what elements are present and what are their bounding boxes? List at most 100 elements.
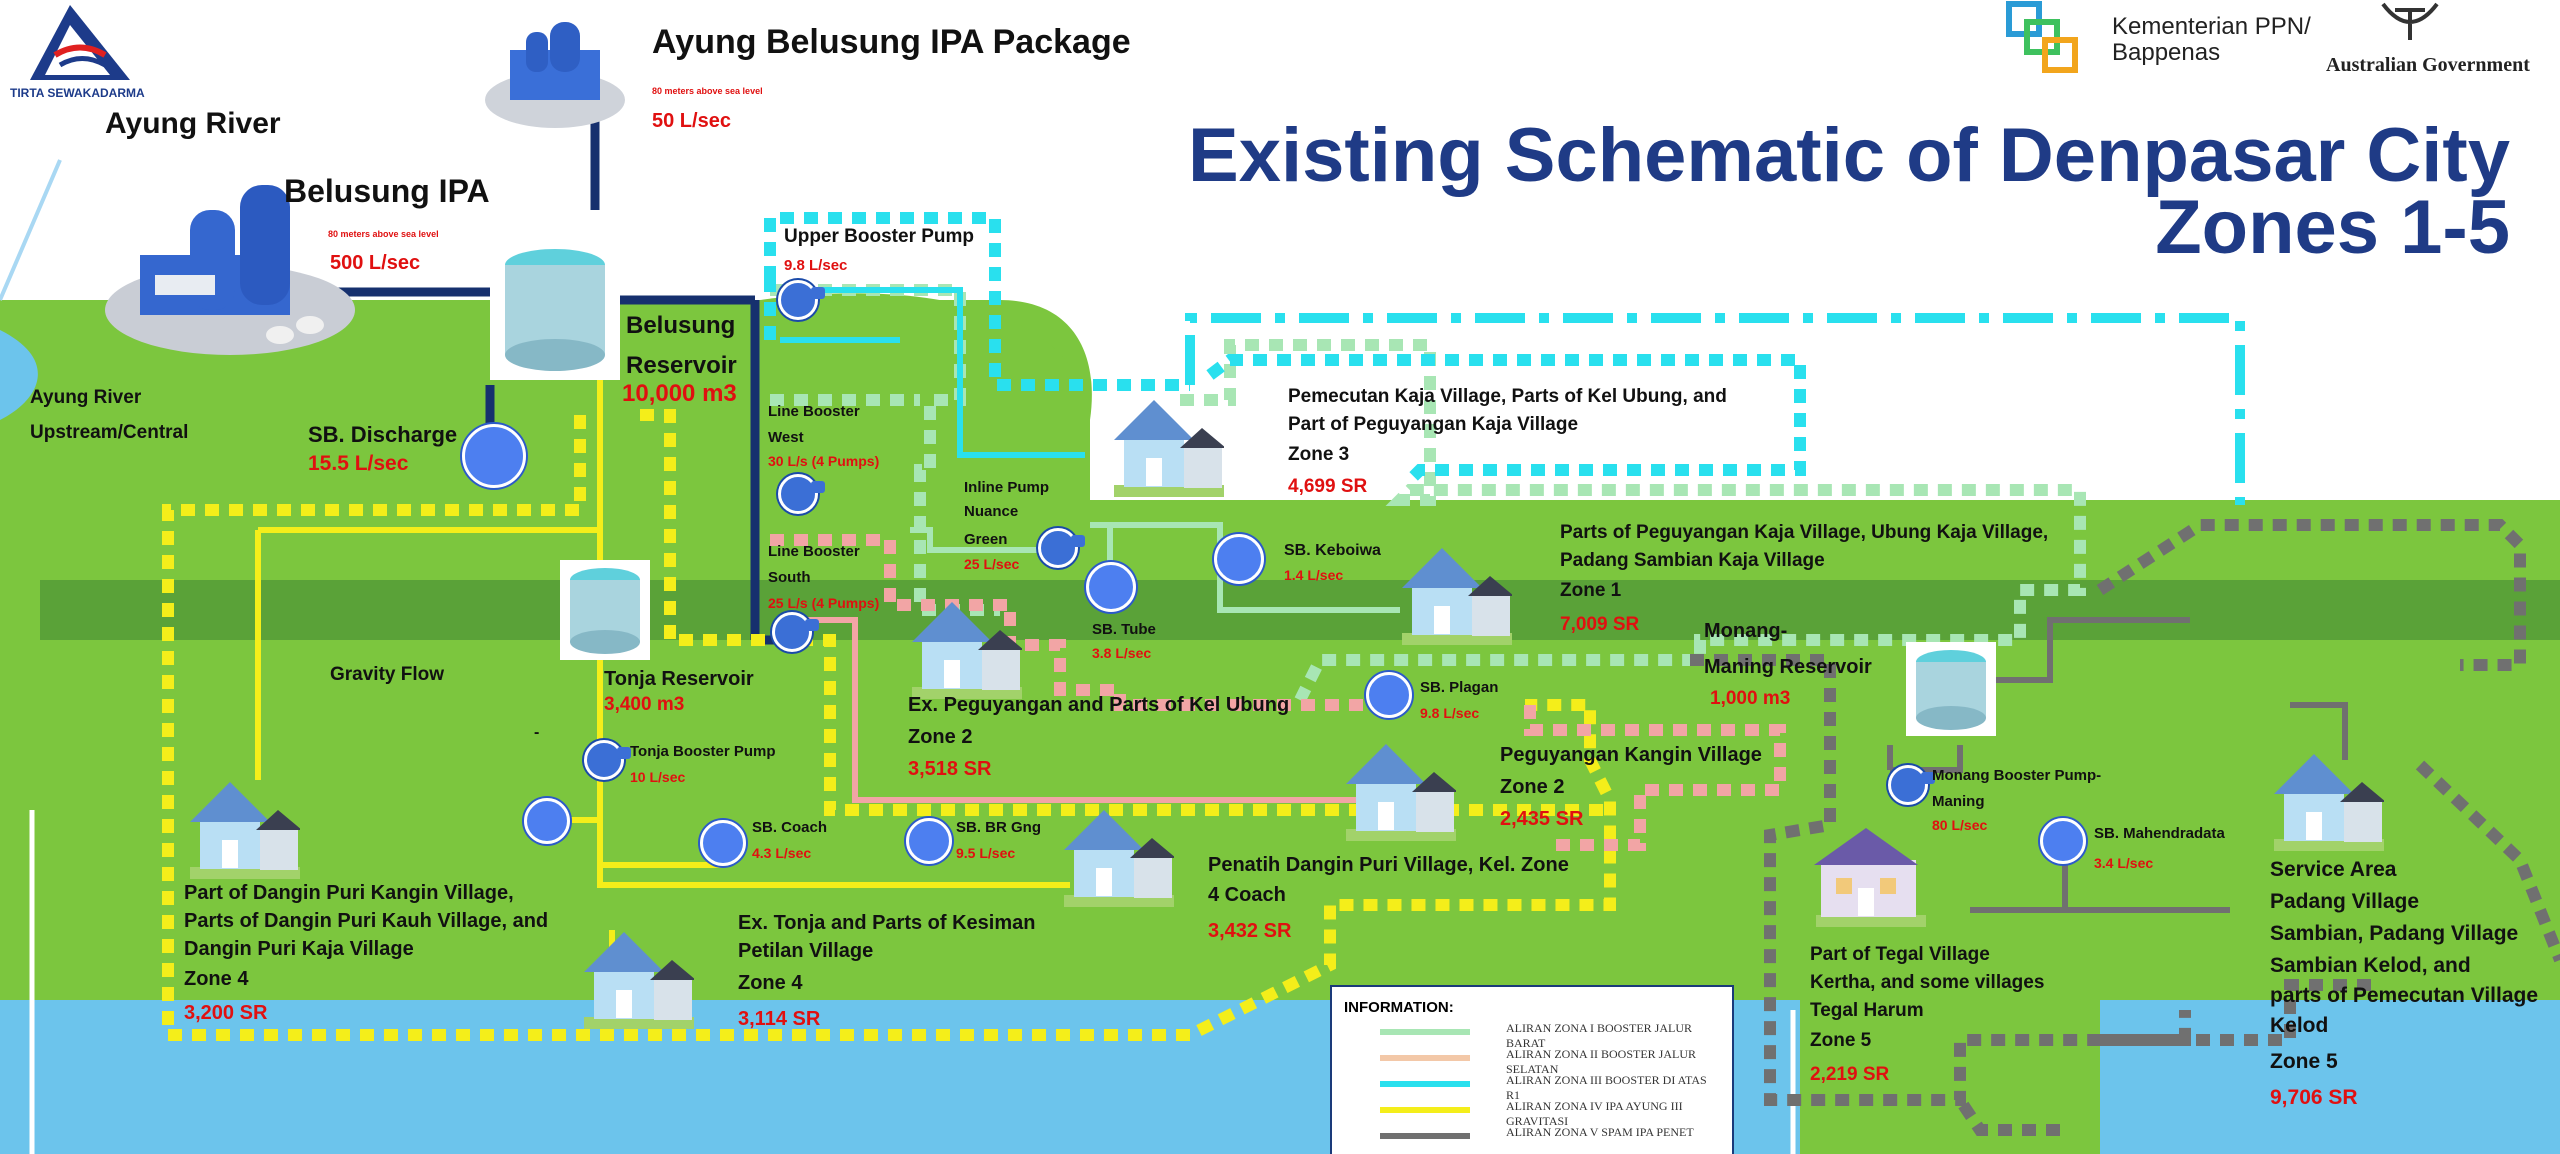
zone2b-sr-count: 2,435 SR xyxy=(1500,808,1584,830)
zone1-zone-label: Zone 1 xyxy=(1560,580,1622,601)
zone4b-area-line-2: Petilan Village xyxy=(738,940,874,962)
sb-mahendradata-name: SB. Mahendradata xyxy=(2094,825,2225,842)
belusung-ipa-flow: 500 L/sec xyxy=(330,252,421,274)
sb-tube-well-icon xyxy=(1086,562,1136,612)
legend-swatch-zone2 xyxy=(1380,1055,1470,1061)
inline-pump-label-2: Nuance xyxy=(964,503,1019,520)
zone5b-area-line-4: Sambian Kelod, and xyxy=(2270,954,2471,977)
inline-pump-icon xyxy=(1038,528,1085,568)
zone4a-area-line-2: Parts of Dangin Puri Kauh Village, and xyxy=(184,910,549,932)
zone5b-area-line-1: Service Area xyxy=(2270,858,2397,881)
sb-plagan-name: SB. Plagan xyxy=(1420,679,1499,696)
zone5b-zone-label: Zone 5 xyxy=(2270,1050,2338,1073)
zone1-sr-count: 7,009 SR xyxy=(1560,614,1640,635)
sb-br-gng-flow: 9.5 L/sec xyxy=(956,845,1016,861)
zone4a-zone-label: Zone 4 xyxy=(184,968,249,990)
tirta-sewakadarma-logo xyxy=(30,5,130,80)
sb-plagan-flow: 9.8 L/sec xyxy=(1420,705,1480,721)
tirta-logo-text: TIRTA SEWAKADARMA xyxy=(10,86,145,100)
legend-label-zone2: ALIRAN ZONA II BOOSTER JALUR SELATAN xyxy=(1506,1047,1696,1076)
sb-discharge-flow: 15.5 L/sec xyxy=(308,452,409,475)
bappenas-logo xyxy=(2006,1,2078,73)
australian-government-logo-text: Australian Government xyxy=(2326,54,2530,76)
belusung-ipa-name: Belusung IPA xyxy=(284,173,490,209)
monang-booster-pump-label-1: Monang Booster Pump- xyxy=(1932,767,2102,784)
belusung-reservoir-tank-icon xyxy=(490,240,620,380)
penatih-zone-label: 4 Coach xyxy=(1208,884,1286,906)
belusung-ipa-plant-icon xyxy=(105,185,355,355)
zone3-zone-label: Zone 3 xyxy=(1288,444,1350,465)
sb-coach-name: SB. Coach xyxy=(752,819,828,836)
line-booster-west-flow: 30 L/s (4 Pumps) xyxy=(768,453,880,469)
zone2b-zone-label: Zone 2 xyxy=(1500,776,1565,798)
monang-booster-pump-label-2: Maning xyxy=(1932,793,1985,810)
title-line-1: Existing Schematic of Denpasar City xyxy=(1188,113,2510,198)
belusung-reservoir-name: Belusung xyxy=(626,312,736,339)
tonja-reservoir-name: Tonja Reservoir xyxy=(604,668,754,690)
legend-label-zone3: ALIRAN ZONA III BOOSTER DI ATAS R1 xyxy=(1506,1073,1707,1102)
belusung-reservoir-capacity: 10,000 m3 xyxy=(622,380,737,407)
legend-swatch-zone1 xyxy=(1380,1029,1470,1035)
zone2a-zone-label: Zone 2 xyxy=(908,726,973,748)
zone5a-house-icon xyxy=(1814,828,1926,927)
zone1-area-line-2: Padang Sambian Kaja Village xyxy=(1560,550,1825,571)
gravity-flow-label: Gravity Flow xyxy=(330,664,445,685)
dash-mark: - xyxy=(534,724,540,741)
legend-label-zone5: ALIRAN ZONA V SPAM IPA PENET xyxy=(1506,1125,1694,1139)
penatih-house-icon xyxy=(1064,810,1174,907)
zone5a-zone-label: Zone 5 xyxy=(1810,1030,1872,1051)
zone2a-area-line-1: Ex. Peguyangan and Parts of Kel Ubung xyxy=(908,694,1290,716)
ipa-package-flow: 50 L/sec xyxy=(652,110,731,132)
tonja-booster-pump-name: Tonja Booster Pump xyxy=(630,743,776,760)
sb-keboiwa-well-icon xyxy=(1214,534,1264,584)
line-booster-south-label-1: Line Booster xyxy=(768,543,860,560)
sb-discharge-name: SB. Discharge xyxy=(308,422,458,447)
zone5b-area-line-2: Padang Village xyxy=(2270,890,2419,913)
monang-booster-pump-icon xyxy=(1888,765,1935,805)
zone2b-house-icon xyxy=(1346,744,1456,841)
zone5a-sr-count: 2,219 SR xyxy=(1810,1064,1890,1085)
zone3-house-icon xyxy=(1114,400,1224,497)
legend-item-zone1: ALIRAN ZONA I BOOSTER JALUR BARAT xyxy=(1380,1021,1720,1050)
zone4b-house-icon xyxy=(584,932,694,1029)
inline-pump-flow: 25 L/sec xyxy=(964,556,1020,572)
sb-tube-flow: 3.8 L/sec xyxy=(1092,645,1152,661)
zone5a-area-line-3: Tegal Harum xyxy=(1810,1000,1924,1021)
title-line-2: Zones 1-5 xyxy=(2155,185,2510,270)
zone5b-area-line-5: parts of Pemecutan Village xyxy=(2270,984,2539,1007)
belusung-ipa-elevation: 80 meters above sea level xyxy=(328,229,439,239)
zone4b-zone-label: Zone 4 xyxy=(738,972,803,994)
ipa-package-plant-icon xyxy=(485,22,625,128)
inline-pump-label-1: Inline Pump xyxy=(964,479,1050,496)
zone4a-sr-count: 3,200 SR xyxy=(184,1002,268,1024)
monang-reservoir-label-2: Maning Reservoir xyxy=(1704,656,1872,678)
zone4b-sr-count: 3,114 SR xyxy=(738,1008,821,1030)
ipa-package-name: Ayung Belusung IPA Package xyxy=(652,23,1131,61)
sb-tube-name: SB. Tube xyxy=(1092,621,1156,638)
zone3-area-line-1: Pemecutan Kaja Village, Parts of Kel Ubu… xyxy=(1288,386,1727,407)
ipa-package-elevation: 80 meters above sea level xyxy=(652,86,763,96)
legend-item-zone2: ALIRAN ZONA II BOOSTER JALUR SELATAN xyxy=(1380,1047,1720,1076)
sb-br-gng-name: SB. BR Gng xyxy=(956,819,1041,836)
bappenas-logo-text: Kementerian PPN/ Bappenas xyxy=(2112,13,2311,66)
sb-mahendradata-flow: 3.4 L/sec xyxy=(2094,855,2154,871)
legend-item-zone5: ALIRAN ZONA V SPAM IPA PENET xyxy=(1380,1125,1720,1145)
zone2a-sr-count: 3,518 SR xyxy=(908,758,992,780)
ayung-river-label: Ayung River xyxy=(105,107,281,140)
zone3-area-line-2: Part of Peguyangan Kaja Village xyxy=(1288,414,1579,435)
zone5b-area-line-3: Sambian, Padang Village xyxy=(2270,922,2519,945)
zone1-area-line-1: Parts of Peguyangan Kaja Village, Ubung … xyxy=(1560,522,2049,543)
legend-label-zone4: ALIRAN ZONA IV IPA AYUNG III GRAVITASI xyxy=(1506,1099,1683,1128)
belusung-reservoir-name-2: Reservoir xyxy=(626,352,737,379)
monang-booster-pump-flow: 80 L/sec xyxy=(1932,817,1988,833)
legend-label-zone1: ALIRAN ZONA I BOOSTER JALUR BARAT xyxy=(1506,1021,1692,1050)
legend-swatch-zone4 xyxy=(1380,1107,1470,1113)
tonja-reservoir-capacity: 3,400 m3 xyxy=(604,694,685,715)
line-booster-south-pump-icon xyxy=(772,612,819,652)
sb-keboiwa-name: SB. Keboiwa xyxy=(1284,542,1381,559)
legend-box: INFORMATION: ALIRAN ZONA I BOOSTER JALUR… xyxy=(1330,985,1734,1154)
legend-swatch-zone5 xyxy=(1380,1133,1470,1139)
line-booster-south-label-2: South xyxy=(768,569,811,586)
zone5b-sr-count: 9,706 SR xyxy=(2270,1086,2358,1109)
